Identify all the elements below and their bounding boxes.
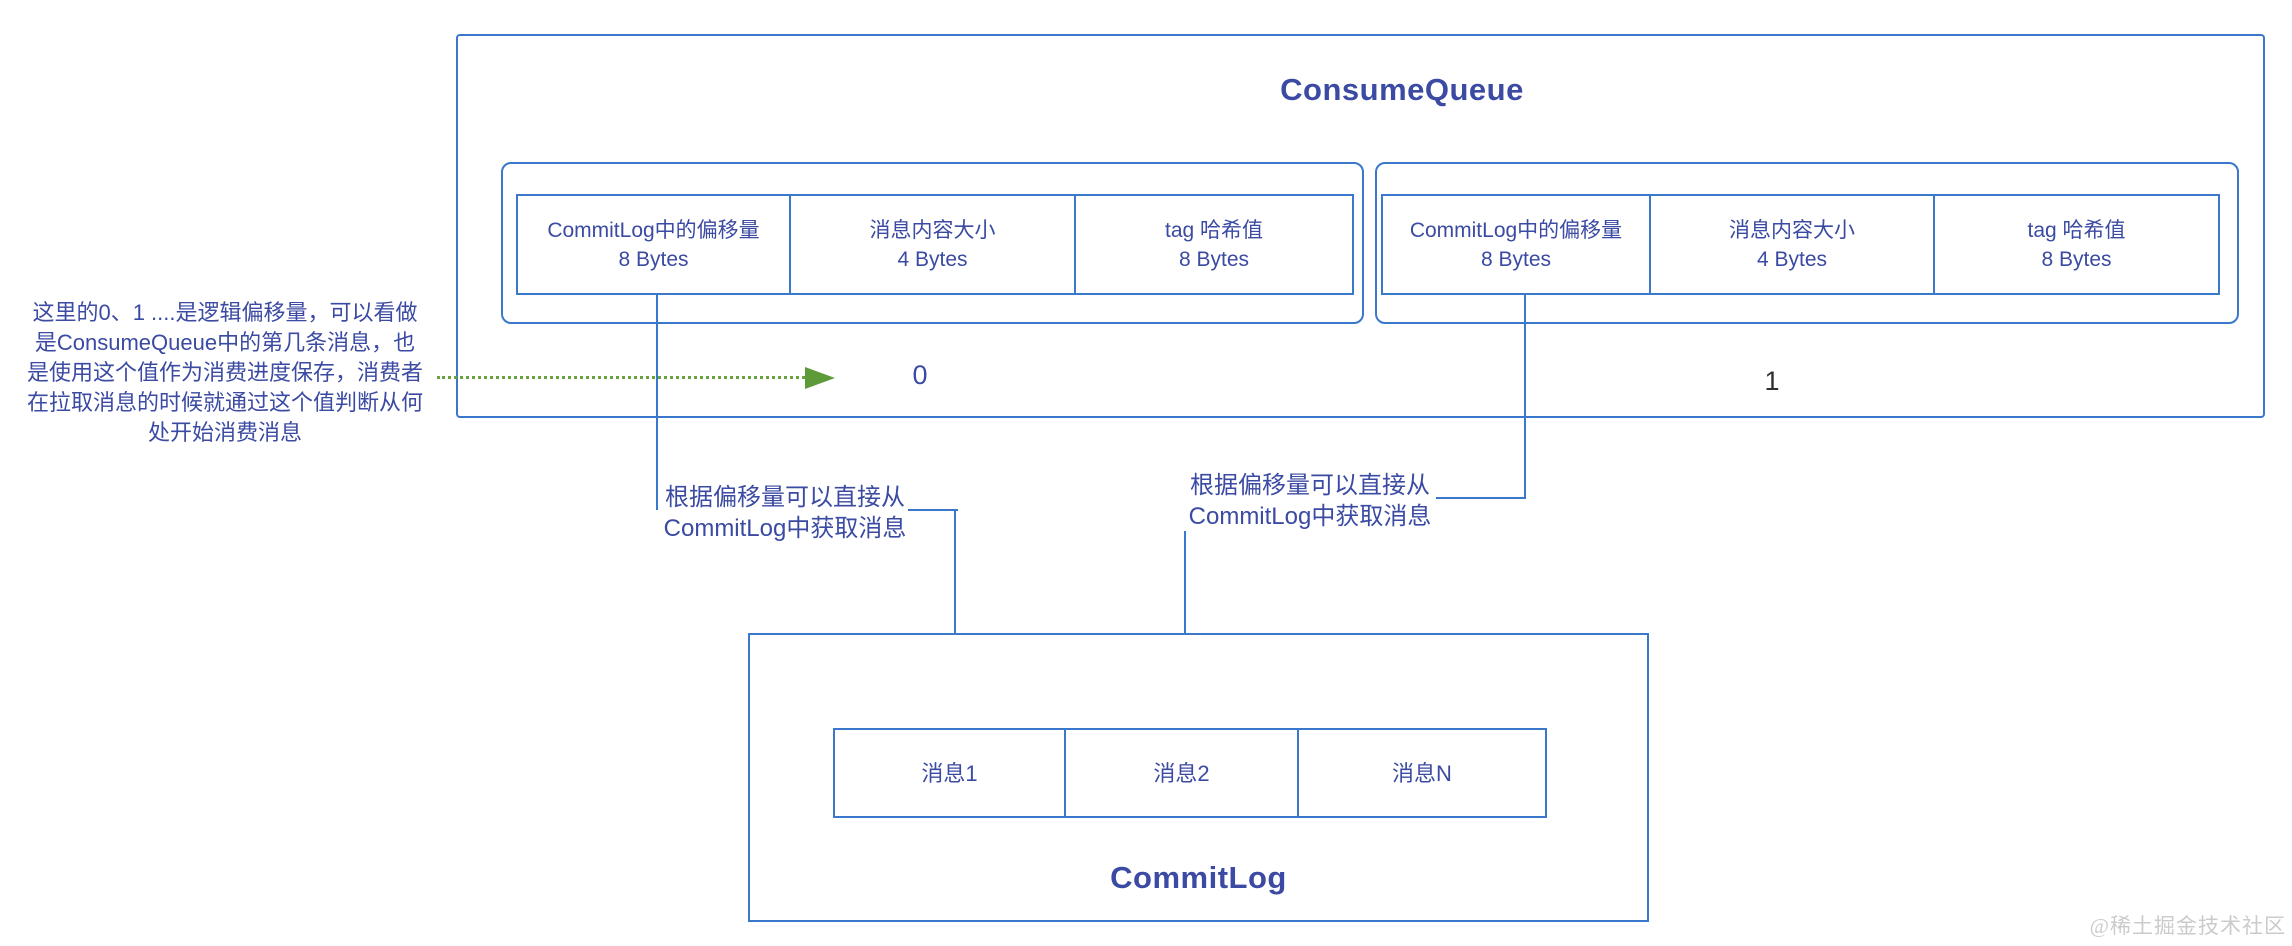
offset-label-0: 0 — [912, 360, 928, 390]
connector-line — [1436, 497, 1526, 499]
dotted-connector-line — [437, 376, 805, 379]
fetch-note-right: 根据偏移量可以直接从 CommitLog中获取消息 — [1175, 470, 1445, 532]
commitlog-title: CommitLog — [1110, 860, 1287, 895]
commitlog-message-cell: 消息N — [1297, 728, 1547, 818]
connector-line — [656, 293, 658, 510]
offset-note-line: 是使用这个值作为消费进度保存，消费者 — [26, 360, 423, 385]
offset-note-line: 在拉取消息的时候就通过这个值判断从何 — [26, 390, 423, 415]
fetch-note-line: CommitLog中获取消息 — [1188, 503, 1432, 530]
entry-field-cell: 消息内容大小 4 Bytes — [1649, 194, 1935, 295]
connector-line — [954, 509, 956, 713]
field-name: 消息内容大小 — [1729, 218, 1855, 242]
entry-field-cell: tag 哈希值 8 Bytes — [1074, 194, 1354, 295]
offset-note-line: 是ConsumeQueue中的第几条消息，也 — [34, 330, 416, 355]
entry-field-cell: 消息内容大小 4 Bytes — [789, 194, 1076, 295]
entry-field-cell: tag 哈希值 8 Bytes — [1933, 194, 2220, 295]
fetch-note-line: 根据偏移量可以直接从 — [665, 484, 905, 511]
watermark: @稀土掘金技术社区 — [2089, 914, 2286, 938]
entry-field-cell: CommitLog中的偏移量 8 Bytes — [1381, 194, 1651, 295]
offset-note-line: 处开始消费消息 — [147, 420, 302, 445]
offset-note-line: 这里的0、1 ....是逻辑偏移量，可以看做 — [32, 300, 418, 325]
fetch-note-line: 根据偏移量可以直接从 — [1190, 472, 1430, 499]
message-label: 消息N — [1392, 760, 1452, 786]
field-name: CommitLog中的偏移量 — [547, 218, 760, 242]
fetch-note-line: CommitLog中获取消息 — [663, 515, 907, 542]
message-label: 消息1 — [921, 760, 978, 786]
entry-field-cell: CommitLog中的偏移量 8 Bytes — [516, 194, 791, 295]
connector-line — [1184, 531, 1186, 713]
field-size: 4 Bytes — [1756, 247, 1828, 271]
field-name: tag 哈希值 — [1164, 218, 1264, 242]
consumequeue-title: ConsumeQueue — [1280, 72, 1524, 107]
field-size: 8 Bytes — [2041, 247, 2112, 271]
field-size: 4 Bytes — [897, 247, 968, 271]
field-name: tag 哈希值 — [2027, 218, 2126, 242]
field-name: CommitLog中的偏移量 — [1409, 218, 1623, 242]
field-name: 消息内容大小 — [869, 218, 996, 242]
green-right-arrowhead-icon — [805, 367, 835, 389]
commitlog-message-cell: 消息1 — [833, 728, 1066, 818]
field-size: 8 Bytes — [1480, 247, 1552, 271]
fetch-note-left: 根据偏移量可以直接从 CommitLog中获取消息 — [645, 482, 925, 544]
offset-label-1: 1 — [1764, 366, 1780, 396]
offset-note: 这里的0、1 ....是逻辑偏移量，可以看做 是ConsumeQueue中的第几… — [0, 298, 450, 448]
message-label: 消息2 — [1153, 760, 1210, 786]
connector-line — [908, 509, 958, 511]
field-size: 8 Bytes — [1178, 247, 1250, 271]
connector-line — [1524, 293, 1526, 499]
field-size: 8 Bytes — [618, 247, 689, 271]
commitlog-message-cell: 消息2 — [1064, 728, 1299, 818]
